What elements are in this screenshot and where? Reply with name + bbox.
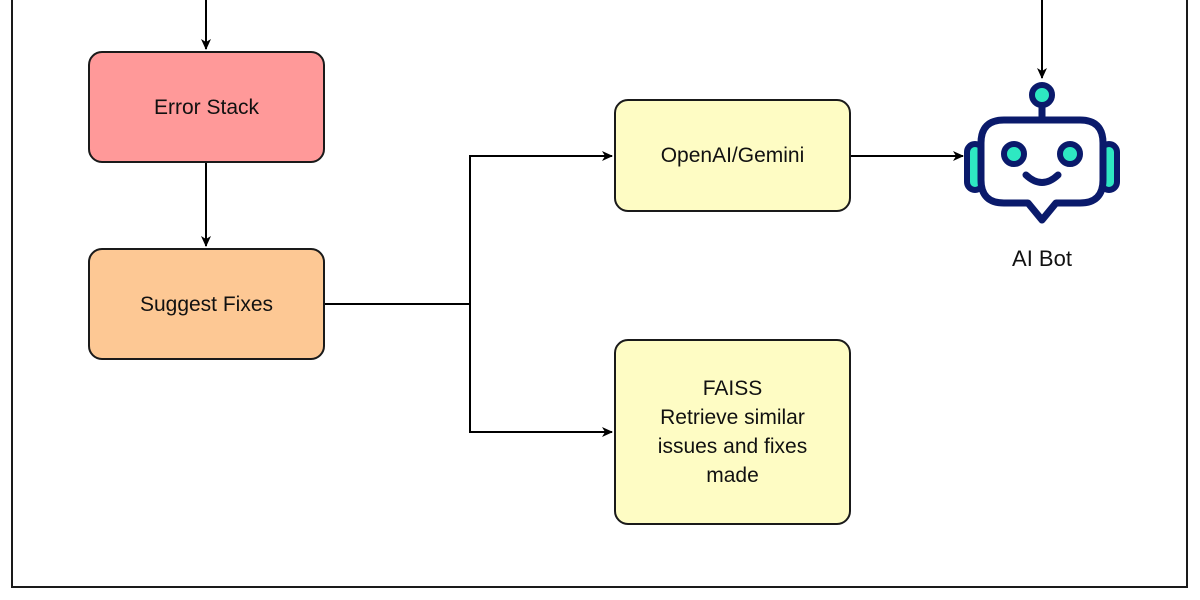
robot-left-eye	[1001, 141, 1027, 167]
faiss-node: FAISS Retrieve similar issues and fixes …	[614, 339, 851, 525]
error-stack-node: Error Stack	[88, 51, 325, 163]
robot-icon	[964, 82, 1120, 224]
robot-right-eye	[1057, 141, 1083, 167]
openai-gemini-label: OpenAI/Gemini	[660, 144, 805, 167]
robot-head	[977, 116, 1107, 224]
diagram-frame	[11, 0, 1188, 588]
edge-suggest-fixes-to-openai	[325, 151, 613, 305]
error-stack-label: Error Stack	[153, 95, 260, 119]
suggest-fixes-node: Suggest Fixes	[88, 248, 325, 360]
robot-antenna-ball	[1029, 82, 1055, 108]
suggest-fixes-label: Suggest Fixes	[139, 292, 274, 316]
openai-gemini-node: OpenAI/Gemini	[614, 99, 851, 212]
ai-bot-label: AI Bot	[1012, 246, 1072, 271]
faiss-description-line-3: made	[706, 464, 759, 487]
faiss-title: FAISS	[702, 377, 763, 400]
edge-suggest-fixes-to-faiss	[469, 304, 613, 437]
faiss-description-line-2: issues and fixes	[657, 435, 808, 458]
faiss-text: FAISS Retrieve similar issues and fixes …	[658, 374, 807, 490]
robot-smile	[1022, 171, 1062, 186]
faiss-description-line-1: Retrieve similar	[660, 406, 805, 429]
